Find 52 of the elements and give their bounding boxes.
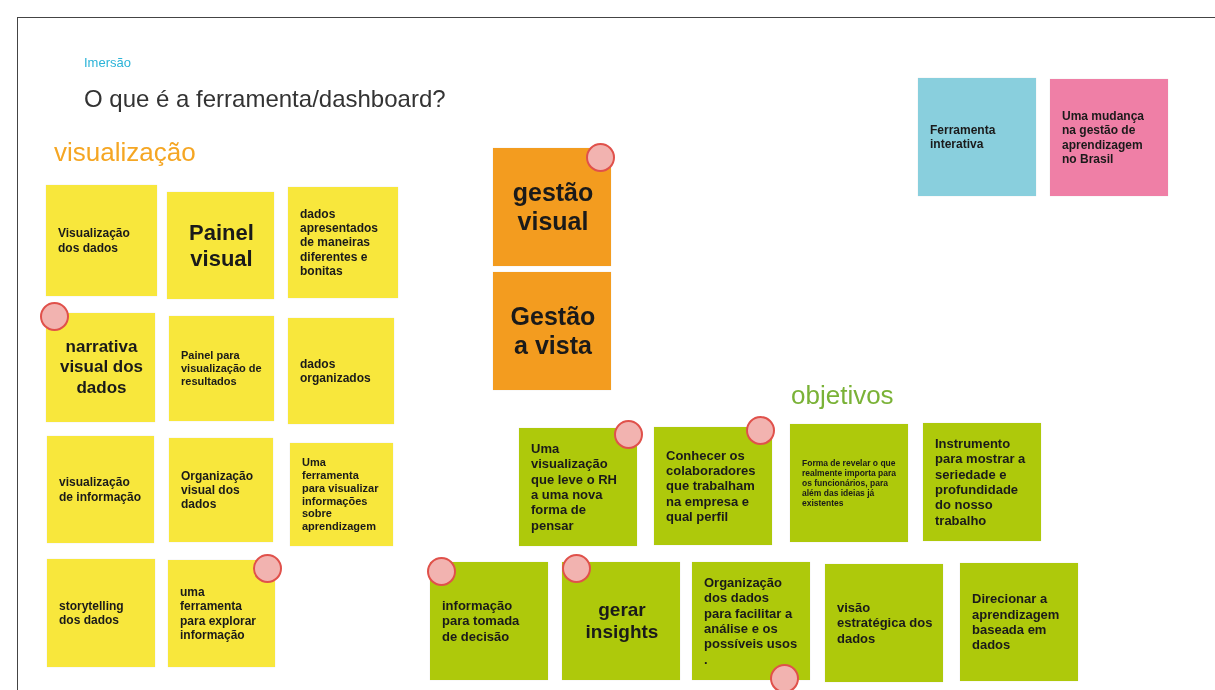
sticky-note bbox=[960, 563, 1078, 681]
sticky-note bbox=[46, 185, 157, 296]
note-text: uma ferramenta para explorar informação bbox=[180, 585, 258, 642]
note-text: Uma visualização que leve o RH a uma nova forma de pensar bbox=[531, 441, 618, 533]
note-text: Direcionar a aprendizagem baseada em dados bbox=[972, 591, 1061, 653]
note-text: Organização dos dados para facilitar a análise e os possíveis usos . bbox=[704, 575, 799, 667]
sticky-note bbox=[47, 436, 154, 543]
note-text: Painel visual bbox=[188, 219, 255, 272]
note-text: dados apresentados de maneiras diferentes e bonitas bbox=[300, 207, 380, 278]
note-text: Painel para visualização de resultados bbox=[181, 349, 263, 388]
note-text: Conhecer os colaboradores que trabalham na empresa e qual perfil bbox=[666, 447, 757, 525]
note-text: storytelling dos dados bbox=[59, 598, 125, 628]
note-text: dados organizados bbox=[300, 356, 372, 386]
sticky-note bbox=[519, 428, 637, 546]
sticky-note bbox=[168, 560, 275, 667]
note-text: visão estratégica dos dados bbox=[837, 600, 933, 646]
sticky-note bbox=[288, 187, 398, 298]
group-heading: visualização bbox=[54, 137, 196, 168]
sticky-note bbox=[47, 559, 155, 667]
note-text: gerar insights bbox=[584, 598, 660, 644]
sticky-note bbox=[290, 443, 393, 546]
sticky-note bbox=[1050, 79, 1168, 196]
sticky-note bbox=[493, 272, 611, 390]
section-label: Imersão bbox=[84, 55, 131, 70]
sticky-note bbox=[692, 562, 810, 680]
sticky-note bbox=[46, 313, 155, 422]
group-heading: objetivos bbox=[791, 380, 894, 411]
note-text: Uma mudança na gestão de aprendizagem no Brasil bbox=[1062, 109, 1146, 166]
sticky-note bbox=[825, 564, 943, 682]
note-text: Uma ferramenta para visualizar informações sobre aprendizagem bbox=[302, 455, 380, 534]
note-text: visualização de informação bbox=[59, 475, 143, 504]
sticky-note bbox=[169, 438, 273, 542]
sticky-note bbox=[169, 316, 274, 421]
sticky-note bbox=[167, 192, 274, 299]
note-text: Instrumento para mostrar a seriedade e profundidade do nosso trabalho bbox=[935, 436, 1027, 528]
note-text: Ferramenta interativa bbox=[930, 122, 997, 152]
note-text: Organização visual dos dados bbox=[181, 468, 255, 512]
sticky-note bbox=[493, 148, 611, 266]
sticky-note bbox=[430, 562, 548, 680]
note-text: Forma de revelar o que realmente importa para os funcionários, para além das ideias já existentes bbox=[802, 457, 897, 509]
note-text: Gestão a vista bbox=[509, 301, 597, 361]
sticky-note bbox=[923, 423, 1041, 541]
note-text: narrativa visual dos dados bbox=[58, 337, 145, 398]
note-text: Visualização dos dados bbox=[58, 226, 131, 255]
sticky-note bbox=[918, 78, 1036, 196]
note-text: informação para tomada de decisão bbox=[442, 598, 521, 644]
sticky-note bbox=[288, 318, 394, 424]
sticky-note bbox=[654, 427, 772, 545]
note-text: gestão visual bbox=[511, 177, 595, 237]
slide-title: O que é a ferramenta/dashboard? bbox=[84, 85, 446, 113]
sticky-note bbox=[790, 424, 908, 542]
sticky-note bbox=[562, 562, 680, 680]
